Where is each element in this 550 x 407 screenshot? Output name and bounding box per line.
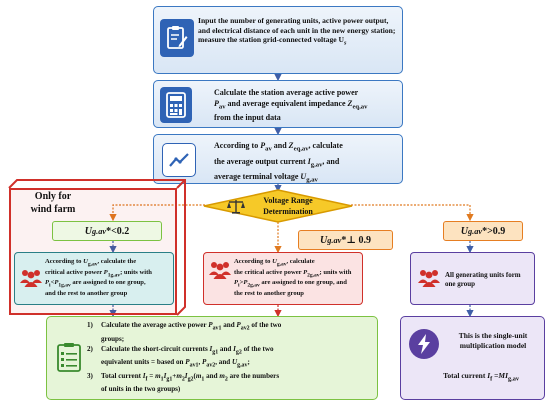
group-people-icon (417, 267, 441, 289)
calculator-icon (160, 87, 192, 123)
calc-step-1: 1)Calculate the average active power Pav… (87, 321, 282, 332)
box-calc: 1)Calculate the average active power Pav… (46, 316, 378, 400)
box-low-text: According to Ug,av, calculate the critic… (45, 258, 152, 297)
calc-step-2: 2)Calculate the short-circuit currents I… (87, 344, 274, 355)
step2-text: Calculate the station average active pow… (214, 88, 368, 122)
line-chart-icon (162, 143, 196, 177)
step3-box: According to Pav and Zeq,av, calculate t… (153, 134, 403, 184)
calc-steps: 1)Calculate the average active power Pav… (87, 320, 375, 394)
box-mid-text: According to Ug,av, calculate the critic… (234, 258, 352, 297)
lightning-bolt-icon (409, 329, 439, 359)
clipboard-edit-icon (160, 19, 194, 57)
box-mid: According to Ug,av, calculate the critic… (203, 252, 363, 305)
group-people-icon (19, 267, 43, 289)
checklist-icon (55, 339, 83, 375)
step2-box: Calculate the station average active pow… (153, 80, 403, 128)
box-single-formula: Total current If =MIg,av (443, 371, 519, 383)
step1-box: Input the number of generating units, ac… (153, 6, 403, 74)
box-low: According to Ug,av, calculate the critic… (14, 252, 174, 305)
step3-text: According to Pav and Zeq,av, calculate t… (214, 141, 343, 184)
group-people-icon (208, 259, 232, 281)
step1-text: Input the number of generating units, ac… (198, 16, 396, 47)
arrow-decision-high (351, 204, 474, 222)
arrow-decision-low (109, 204, 205, 222)
calc-step-3: 3)Total current If = m1Ig1+m2Ig2(m1 and … (87, 371, 280, 382)
balance-scale-icon (227, 198, 245, 214)
